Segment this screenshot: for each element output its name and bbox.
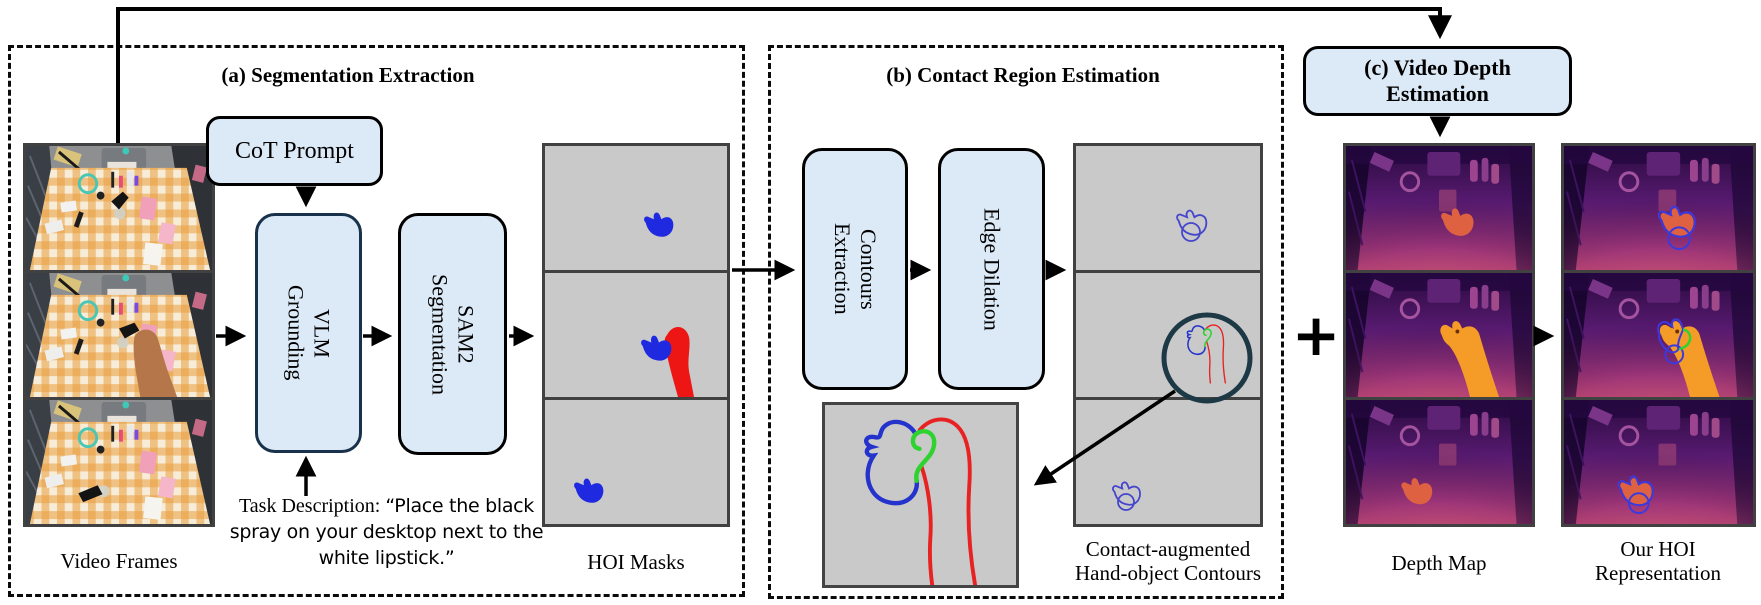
sam2-label-line2: Segmentation: [427, 273, 453, 395]
object-mask-shape: [664, 326, 694, 397]
depth-hand-arm-shape: [1659, 321, 1720, 397]
contact-contour-overlay: [1678, 328, 1692, 351]
hand-contour-overlay: [1657, 318, 1685, 354]
video-frame-1: [26, 146, 212, 270]
task-description: Task Description: “Place the black spray…: [213, 494, 560, 572]
hoi-masks-column: [542, 143, 730, 527]
hand-contour-loop: [1627, 492, 1650, 515]
hand-contour-loop: [1664, 344, 1685, 365]
hand-contour-loop: [1117, 493, 1135, 511]
hand-contour-loop: [1667, 226, 1691, 251]
contours-label-line2: Extraction: [830, 223, 855, 315]
vlm-label-line2: Grounding: [283, 285, 309, 381]
hand-mask-shape: [644, 212, 674, 237]
video-frames-label: Video Frames: [60, 549, 178, 573]
contact-contours-label-line2: Hand-object Contours: [1074, 561, 1262, 585]
sam2-label-line1: SAM2: [453, 304, 479, 364]
hand-mask-shape: [574, 478, 604, 503]
hoi-mask-frame-3: [545, 397, 727, 524]
edge-dilation-label: Edge Dilation: [979, 207, 1005, 331]
video-depth-estimation-node: (c) Video Depth Estimation: [1303, 46, 1572, 116]
hoi-representation-column: [1561, 143, 1756, 527]
contact-region-magnifier: [1159, 310, 1255, 406]
hoi-mask-frame-2: [545, 270, 727, 397]
contact-contours-label-line1: Contact-augmented: [1085, 537, 1251, 561]
edge-dilation-node: Edge Dilation: [938, 148, 1045, 390]
task-description-prefix: Task Description:: [238, 495, 386, 517]
video-frames-column: [23, 143, 215, 527]
stage-a-title: (a) Segmentation Extraction: [221, 63, 475, 87]
hoi-rep-frame-2: [1564, 270, 1753, 397]
vlm-grounding-node: VLM Grounding: [255, 213, 362, 453]
hoi-rep-frame-1: [1564, 146, 1753, 270]
contours-label-line1: Contours: [855, 228, 881, 310]
contour-frame-3: [1076, 397, 1260, 524]
depth-frame-3: [1346, 397, 1532, 524]
hoi-mask-frame-1: [545, 146, 727, 270]
magnifier-ring-icon: [1161, 312, 1253, 404]
video-frame-3: [26, 397, 212, 524]
depth-frame-1: [1346, 146, 1532, 270]
our-hoi-label-line2: Representation: [1595, 561, 1721, 585]
stage-c-title-line1: (c) Video Depth: [1364, 55, 1511, 80]
sam2-segmentation-node: SAM2 Segmentation: [398, 213, 507, 455]
depth-map-label: Depth Map: [1391, 551, 1487, 575]
video-frame-2: [26, 270, 212, 397]
stage-b-title: (b) Contact Region Estimation: [886, 63, 1160, 87]
hand-contour-loop: [1181, 222, 1201, 242]
hoi-rep-frame-3: [1564, 397, 1753, 524]
cot-prompt-label: CoT Prompt: [235, 137, 354, 164]
vlm-label-line1: VLM: [309, 308, 335, 358]
our-hoi-label-line1: Our HOI: [1620, 537, 1696, 561]
contact-contours-label: Contact-augmented Hand-object Contours: [1048, 537, 1288, 585]
cot-prompt-node: CoT Prompt: [206, 116, 383, 186]
depth-hand-arm-shape: [1440, 321, 1500, 397]
contact-contours-inset: [822, 402, 1019, 588]
contact-contours-detail: [866, 419, 975, 585]
plus-operator: +: [1291, 301, 1341, 369]
magnified-contours: [1186, 324, 1227, 384]
stage-c-title-line2: Estimation: [1386, 81, 1489, 106]
our-hoi-label: Our HOI Representation: [1558, 537, 1758, 585]
contours-extraction-node: Contours Extraction: [802, 148, 908, 390]
depth-frame-2: [1346, 270, 1532, 397]
contour-frame-1: [1076, 146, 1260, 270]
hoi-masks-label: HOI Masks: [587, 550, 685, 574]
task-description-quote: “Place the black spray on your desktop n…: [229, 495, 544, 569]
depth-map-column: [1343, 143, 1535, 527]
